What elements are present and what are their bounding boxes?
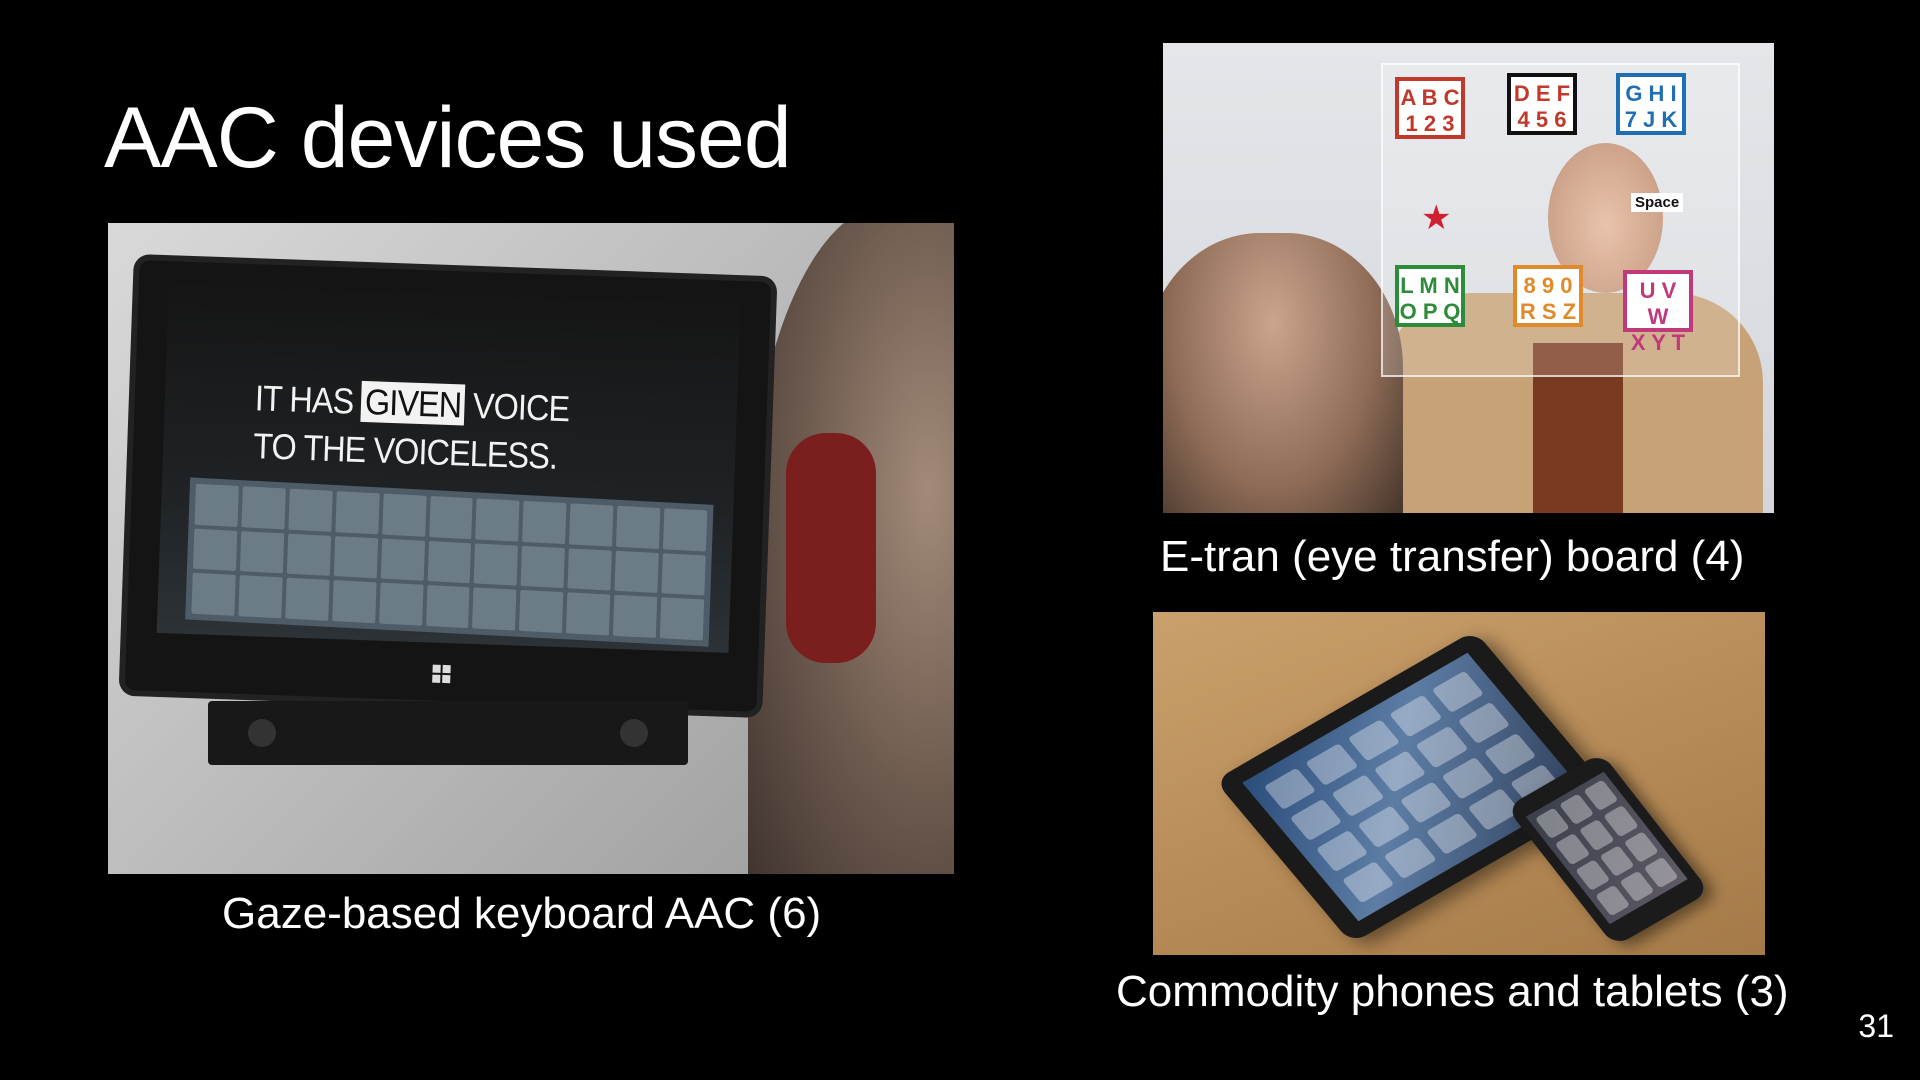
keyboard-key [520, 545, 566, 589]
keyboard-key [472, 587, 517, 631]
app-icon [1483, 732, 1537, 776]
app-icon [1341, 860, 1395, 904]
keyboard-key [663, 508, 708, 552]
app-icon [1347, 719, 1401, 762]
keyboard-key [286, 533, 331, 577]
keyboard-key [522, 500, 567, 544]
screen-text-pre: IT HAS [254, 377, 363, 422]
keyboard-key [239, 530, 285, 574]
keyboard-key [659, 597, 705, 641]
keyboard-key [331, 580, 377, 624]
space-label: Space [1631, 193, 1684, 212]
letter-card-line2: 1 2 3 [1405, 111, 1455, 136]
eye-tracker-bar [208, 701, 688, 765]
keyboard-key [519, 590, 564, 634]
letter-card-line2: 7 J K [1624, 107, 1678, 132]
app-icon [1415, 725, 1469, 769]
slide-number: 31 [1858, 1008, 1894, 1044]
screen-text-highlight: GIVEN [360, 380, 466, 426]
keyboard-key [333, 535, 378, 579]
keyboard-key [425, 585, 470, 629]
keyboard-key [566, 592, 611, 636]
keyboard-key [474, 543, 519, 586]
windows-logo-icon [432, 664, 451, 684]
app-icon [1357, 805, 1411, 849]
caption-gaze-keyboard: Gaze-based keyboard AAC (6) [222, 889, 822, 938]
letter-card-line2: R S Z [1519, 299, 1577, 324]
letter-card-line1: U V W [1639, 278, 1677, 329]
keyboard-key [614, 550, 659, 594]
keyboard-key [475, 498, 520, 542]
keyboard-key [567, 548, 613, 591]
keyboard-key [378, 582, 424, 626]
onscreen-keyboard [185, 477, 714, 647]
app-icon [1399, 781, 1453, 824]
screen-text-line2: TO THE VOICELESS. [252, 425, 558, 477]
keyboard-key [194, 483, 239, 527]
caption-etran: E-tran (eye transfer) board (4) [1160, 532, 1745, 581]
screen-text: IT HAS GIVEN VOICE TO THE VOICELESS. [252, 374, 570, 481]
app-icon [1263, 767, 1317, 810]
app-icon [1389, 694, 1443, 738]
keyboard-key [616, 505, 661, 549]
slide-title: AAC devices used [104, 90, 792, 186]
keyboard-key [381, 493, 427, 537]
keyboard-key [241, 486, 286, 530]
keyboard-key [238, 575, 283, 619]
iphone-screen [1525, 771, 1688, 925]
keyboard-key [613, 595, 658, 638]
keyboard-key [335, 491, 380, 534]
gaze-keyboard-photo: IT HAS GIVEN VOICE TO THE VOICELESS. [108, 223, 954, 874]
letter-card-line2: 4 5 6 [1517, 107, 1567, 132]
letter-card-line1: 8 9 0 [1523, 273, 1573, 298]
phones-tablets-photo [1153, 612, 1765, 955]
app-icon [1457, 701, 1511, 745]
app-icon [1331, 774, 1385, 817]
woman-shirt [1533, 343, 1623, 513]
app-icon [1289, 798, 1343, 842]
letter-card-line2: O P Q [1399, 299, 1461, 324]
ipad-screen [1242, 652, 1584, 922]
caption-phones-tablets: Commodity phones and tablets (3) [1116, 967, 1789, 1016]
keyboard-key [427, 540, 472, 584]
tablet-device: IT HAS GIVEN VOICE TO THE VOICELESS. [124, 260, 772, 712]
app-icon [1373, 750, 1427, 793]
keyboard-key [191, 573, 236, 616]
keyboard-key [661, 552, 706, 596]
keyboard-key [285, 577, 330, 621]
letter-card-line1: D E F [1513, 81, 1571, 106]
letter-card-line2: X Y T [1630, 330, 1686, 355]
letter-card-line1: L M N [1400, 273, 1460, 298]
letter-card-line1: A B C [1400, 85, 1460, 110]
screen-text-post: VOICE [464, 384, 570, 430]
star-icon: ★ [1421, 199, 1452, 237]
keyboard-key [192, 528, 238, 572]
app-icon [1441, 757, 1495, 800]
keyboard-key [380, 538, 425, 582]
tablet-screen: IT HAS GIVEN VOICE TO THE VOICELESS. [156, 283, 741, 653]
app-icon [1431, 670, 1485, 714]
keyboard-key [569, 503, 614, 547]
keyboard-key [428, 496, 474, 539]
app-icon [1315, 829, 1369, 873]
letter-card-line1: G H I [1625, 81, 1677, 106]
app-icon [1383, 836, 1437, 880]
app-icon [1425, 812, 1479, 855]
man-head [1163, 233, 1403, 513]
keyboard-key [288, 488, 333, 532]
headphone [786, 433, 876, 663]
app-icon [1305, 743, 1359, 786]
